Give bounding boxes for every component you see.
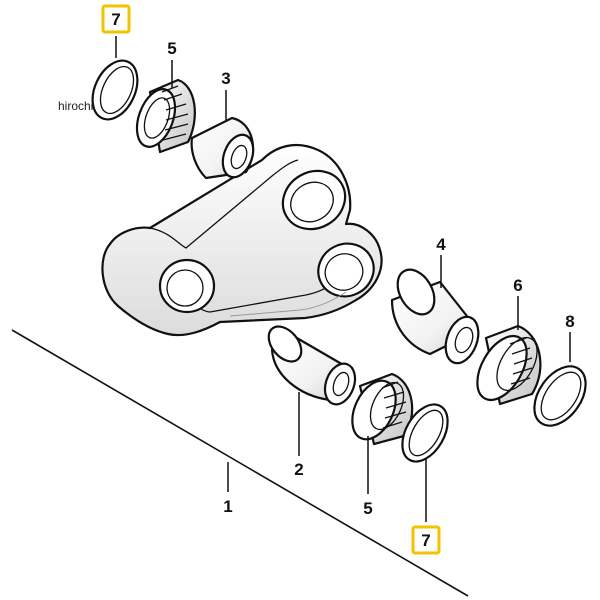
callout-1: 1 xyxy=(223,497,232,516)
base-line xyxy=(11,329,469,597)
callout-5-top: 5 xyxy=(167,39,176,58)
callout-label-7-top: 7 xyxy=(111,10,120,29)
callout-2: 2 xyxy=(294,460,303,479)
callout-5-bottom: 5 xyxy=(363,499,372,518)
callout-7-top: 7 xyxy=(101,4,131,34)
callout-label-7-bottom: 7 xyxy=(421,531,430,550)
callout-8: 8 xyxy=(565,312,574,331)
seal-ring-8 xyxy=(533,365,587,427)
watermark: hirochi xyxy=(58,99,93,113)
highlight-box-7-top xyxy=(101,4,131,34)
callout-6: 6 xyxy=(513,276,522,295)
sleeve-2 xyxy=(267,325,357,406)
sleeve-3 xyxy=(190,116,255,180)
callout-3: 3 xyxy=(221,69,230,88)
seal-ring-7-top xyxy=(91,59,139,121)
callout-7-bottom: 7 xyxy=(411,525,441,555)
needle-bearing-5-top xyxy=(135,78,196,154)
callout-4: 4 xyxy=(436,235,446,254)
sleeve-4 xyxy=(390,268,480,365)
needle-bearing-5-bottom xyxy=(351,372,414,446)
highlight-box-7-bottom xyxy=(411,525,441,555)
needle-bearing-6 xyxy=(476,324,542,406)
seal-ring-7-bottom xyxy=(401,403,449,463)
linkage-lever xyxy=(101,143,383,337)
